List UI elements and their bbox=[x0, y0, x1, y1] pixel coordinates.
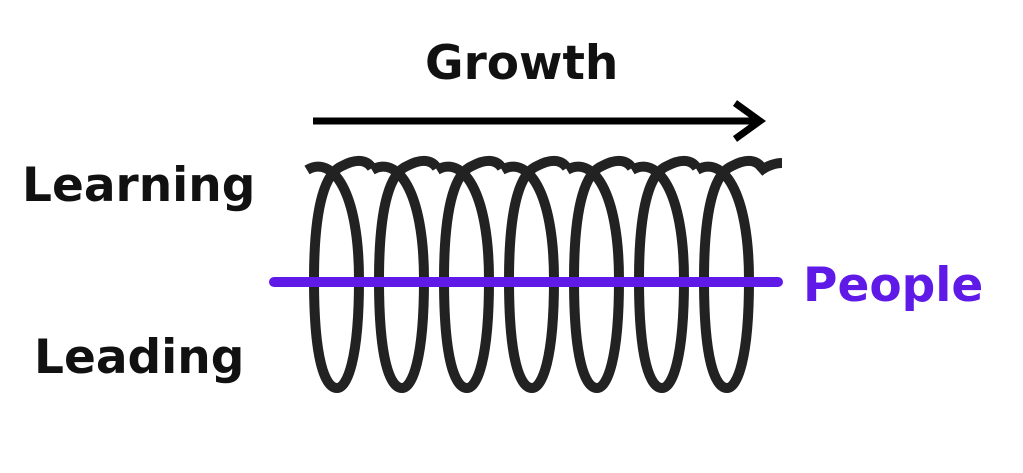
spring-coil bbox=[304, 156, 783, 394]
spring-loop bbox=[369, 156, 442, 394]
spring-end bbox=[755, 158, 783, 176]
spring-loop bbox=[629, 156, 702, 394]
leading-label: Leading bbox=[34, 330, 245, 385]
growth-title: Growth bbox=[425, 36, 619, 91]
growth-arrow bbox=[313, 100, 766, 142]
spring-loop bbox=[694, 156, 767, 394]
learning-label: Learning bbox=[22, 158, 256, 213]
spring-loop bbox=[499, 156, 572, 394]
spring-loop bbox=[434, 156, 507, 394]
spring-loop bbox=[304, 156, 377, 394]
people-label: People bbox=[803, 258, 984, 313]
spring-loop bbox=[564, 156, 637, 394]
